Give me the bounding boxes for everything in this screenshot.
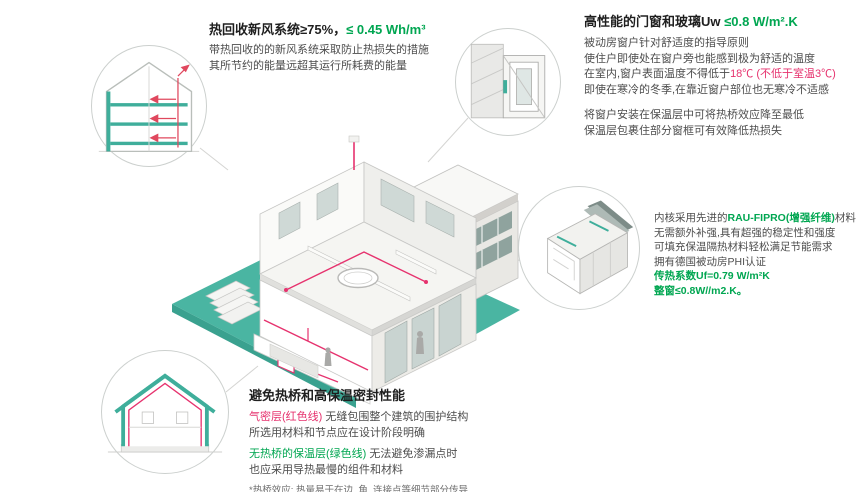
profile-line-1: 内核采用先进的RAU-FIPRO(增强纤维)材料	[654, 211, 856, 226]
profile-line-2: 无需额外补强,具有超强的稳定性和强度	[654, 226, 836, 239]
windows-p1-line-2: 使住户即使处在窗户旁也能感到极为舒适的温度	[584, 52, 815, 65]
windows-text-block: 高性能的门窗和玻璃Uw ≤0.8 W/m².K 被动房窗户针对舒适度的指导原则 …	[584, 11, 836, 139]
window-profile-illustration	[518, 186, 640, 310]
bridge-line-1: 气密层(红色线) 无缝包围整个建筑的围护结构	[249, 410, 468, 426]
ventilation-title-value: ≤ 0.45 Wh/m³	[346, 22, 426, 37]
windows-p1-line-1: 被动房窗户针对舒适度的指导原则	[584, 37, 749, 49]
insulation-section-illustration	[101, 350, 229, 474]
bridge-title: 避免热桥和高保温密封性能	[249, 388, 406, 403]
bridge-line-2: 所选用材料和节点应在设计阶段明确	[249, 426, 425, 439]
profile-line-6: 整窗≤0.8W//m2.K。	[654, 284, 748, 297]
windows-p2-line-2: 保温层包裹住部分窗框可有效降低热损失	[584, 124, 782, 137]
windows-p1-line-3-pre: 在室内,窗户表面温度不得低于	[584, 68, 731, 80]
ventilation-body-line-2: 其所节约的能量远超其运行所耗费的能量	[209, 59, 407, 72]
cutaway-wing	[259, 135, 477, 393]
ventilation-body-line-1: 带热回收的的新风系统采取防止热损失的措施	[209, 44, 429, 56]
profile-line-1-pre: 内核采用先进的	[654, 212, 728, 224]
bridge-line-4: 也应采用导热最慢的组件和材料	[249, 463, 403, 476]
main-house-illustration	[158, 82, 548, 412]
bridge-text-block: 避免热桥和高保温密封性能 气密层(红色线) 无缝包围整个建筑的围护结构 所选用材…	[249, 385, 468, 492]
person-silhouette	[324, 331, 424, 366]
ventilation-text-block: 热回收新风系统≥75%，≤ 0.45 Wh/m³ 带热回收的的新风系统采取防止热…	[209, 19, 429, 74]
bridge-insulation-rest: 无法避免渗漏点时	[366, 448, 458, 460]
windows-p1-line-4: 即使在寒冷的冬季,在靠近窗户部位也无寒冷不适感	[584, 83, 830, 96]
profile-line-5: 传热系数Uf=0.79 W/m²K	[654, 270, 770, 282]
ventilation-section-illustration	[91, 45, 207, 167]
airflow-arrows	[149, 64, 190, 148]
bridge-line-3: 无热桥的保温层(绿色线) 无法避免渗漏点时	[249, 447, 468, 463]
profile-line-1-brand: RAU-FIPRO(增强纤维)	[727, 212, 835, 224]
windows-p1-line-3: 在室内,窗户表面温度不得低于18℃ (不低于室温3℃)	[584, 67, 836, 83]
ventilation-title: 热回收新风系统≥75%，≤ 0.45 Wh/m³	[209, 19, 429, 38]
windows-p1-line-3-red: 18℃ (不低于室温3℃)	[730, 68, 836, 80]
windows-title-main: 高性能的门窗和玻璃Uw	[584, 14, 725, 29]
windows-title: 高性能的门窗和玻璃Uw ≤0.8 W/m².K	[584, 11, 836, 30]
bridge-airtight-label: 气密层(红色线)	[249, 411, 323, 423]
bridge-insulation-label: 无热桥的保温层(绿色线)	[249, 448, 367, 460]
bridge-airtight-rest: 无缝包围整个建筑的围护结构	[322, 411, 469, 423]
profile-line-4: 拥有德国被动房PHI认证	[654, 255, 767, 268]
profile-text-block: 内核采用先进的RAU-FIPRO(增强纤维)材料 无需额外补强,具有超强的稳定性…	[654, 211, 856, 298]
window-corner-illustration	[455, 28, 561, 136]
bridge-footnote: *热桥效应: 热量易于在边, 角, 连接点等细节部分传导	[249, 485, 469, 492]
windows-title-value: ≤0.8 W/m².K	[724, 14, 798, 29]
profile-line-3: 可填充保温隔热材料轻松满足节能需求	[654, 241, 833, 253]
profile-line-1-post: 材料	[834, 212, 856, 224]
ventilation-title-main: 热回收新风系统≥75%，	[209, 22, 347, 37]
windows-p2-line-1: 将窗户安装在保温层中可将热桥效应降至最低	[584, 109, 804, 121]
